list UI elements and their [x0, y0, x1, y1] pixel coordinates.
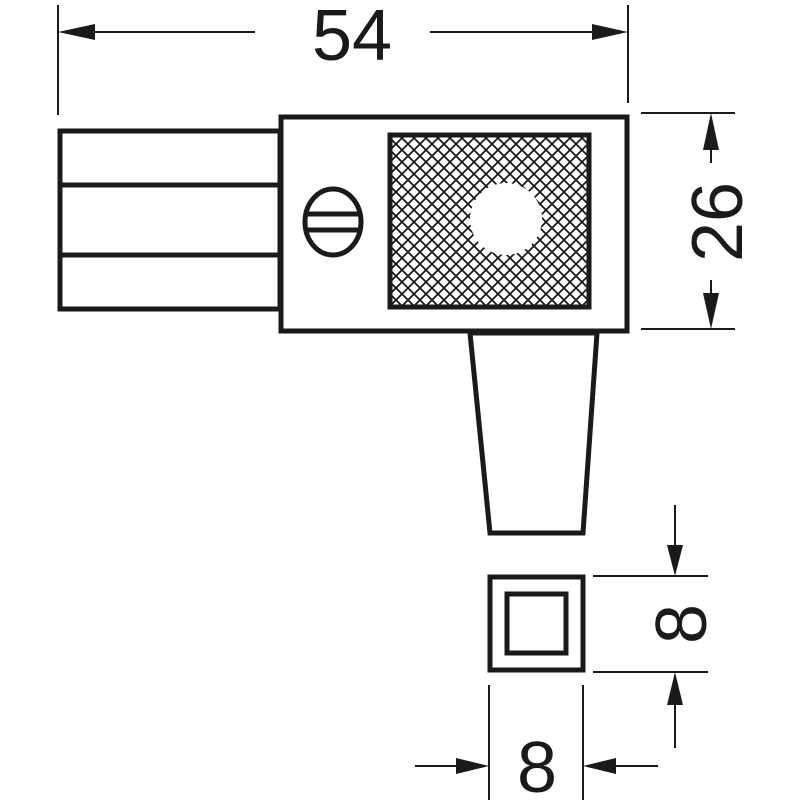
screw-head	[302, 186, 364, 258]
knurled-grip	[387, 132, 592, 310]
cable-sleeve	[467, 330, 600, 536]
cable-hole	[470, 183, 542, 255]
dimension-label-26: 26	[678, 182, 758, 262]
dimension-square-width: 8	[415, 685, 658, 800]
plug-outline	[57, 128, 283, 312]
arrowhead-left	[58, 24, 95, 40]
dimension-overall-width: 54	[57, 0, 629, 115]
dimension-square-height: 8	[593, 505, 722, 748]
knurl-frame	[387, 132, 592, 310]
dimension-housing-height: 26	[641, 112, 758, 330]
housing-outline	[278, 114, 630, 334]
arrowhead-square-left	[456, 758, 489, 774]
arrowhead-square-right	[583, 758, 616, 774]
dimension-label-8-width: 8	[517, 728, 557, 800]
screw-icon	[302, 186, 364, 258]
dimension-label-8-height: 8	[642, 604, 722, 644]
square-outer	[487, 574, 586, 673]
square-profile	[487, 574, 586, 673]
arrowhead-square-bottom	[667, 672, 683, 705]
square-inner	[504, 591, 569, 656]
arrowhead-square-top	[667, 545, 683, 576]
dimension-label-54: 54	[312, 0, 392, 76]
arrowhead-bottom	[703, 293, 719, 329]
arrowhead-top	[703, 113, 719, 150]
plug-body	[57, 128, 283, 312]
arrowhead-right	[592, 24, 628, 40]
housing	[278, 114, 630, 334]
